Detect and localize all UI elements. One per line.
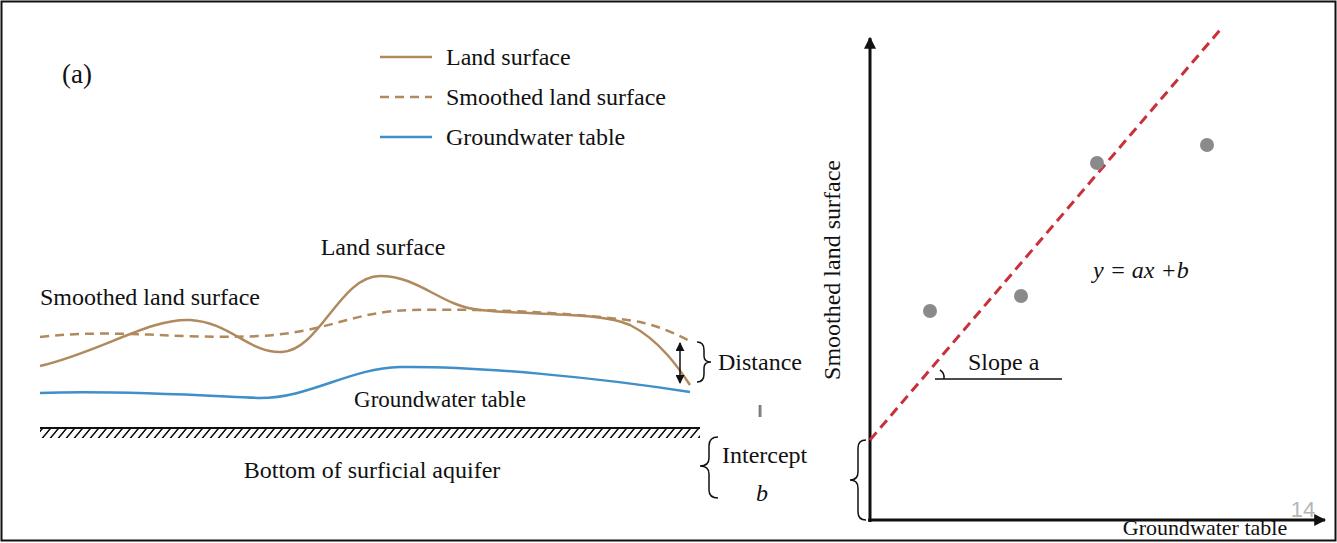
intercept-brace bbox=[700, 437, 718, 498]
data-point bbox=[1090, 156, 1104, 170]
distance-arrow bbox=[679, 343, 681, 383]
legend-sample-smoothed bbox=[380, 96, 432, 99]
equation-label: y = ax +b bbox=[1093, 257, 1189, 283]
distance-brace bbox=[697, 342, 711, 382]
curve-label: Land surface bbox=[321, 234, 446, 260]
symbol-label: b bbox=[756, 480, 768, 506]
aquifer-bottom-line bbox=[40, 427, 700, 429]
land-surface-line bbox=[40, 276, 690, 385]
slope-arc bbox=[940, 370, 944, 379]
curve-label: Smoothed land surface bbox=[40, 284, 260, 310]
slope-baseline bbox=[935, 378, 1062, 380]
dimension-label: Intercept bbox=[722, 442, 807, 468]
legend-text: Smoothed land surface bbox=[446, 84, 666, 110]
legend-sample-groundwater bbox=[380, 136, 432, 139]
boundary-label: Bottom of surficial aquifer bbox=[244, 457, 501, 483]
slide-number: 14 bbox=[1291, 498, 1315, 522]
data-points bbox=[923, 138, 1214, 318]
slope-label: Slope a bbox=[968, 349, 1039, 375]
intercept-brace-plot bbox=[850, 440, 866, 520]
axis-title: Smoothed land surface bbox=[819, 160, 845, 380]
equivalence-mark: ‖ bbox=[758, 403, 763, 421]
legend-text: Land surface bbox=[446, 44, 571, 70]
y-axis bbox=[869, 38, 872, 522]
axis-title: Groundwater table bbox=[1123, 516, 1287, 540]
data-point bbox=[1200, 138, 1214, 152]
legend-sample-land bbox=[380, 56, 432, 59]
data-point bbox=[1014, 289, 1028, 303]
regression-line bbox=[870, 30, 1220, 440]
data-point bbox=[923, 304, 937, 318]
panel-letter: (a) bbox=[62, 60, 92, 90]
aquifer-bottom-hatch bbox=[40, 429, 700, 438]
legend-text: Groundwater table bbox=[446, 124, 625, 150]
dimension-label: Distance bbox=[718, 349, 802, 375]
smoothed-land-surface-line bbox=[40, 310, 690, 341]
curve-label: Groundwater table bbox=[354, 387, 526, 412]
